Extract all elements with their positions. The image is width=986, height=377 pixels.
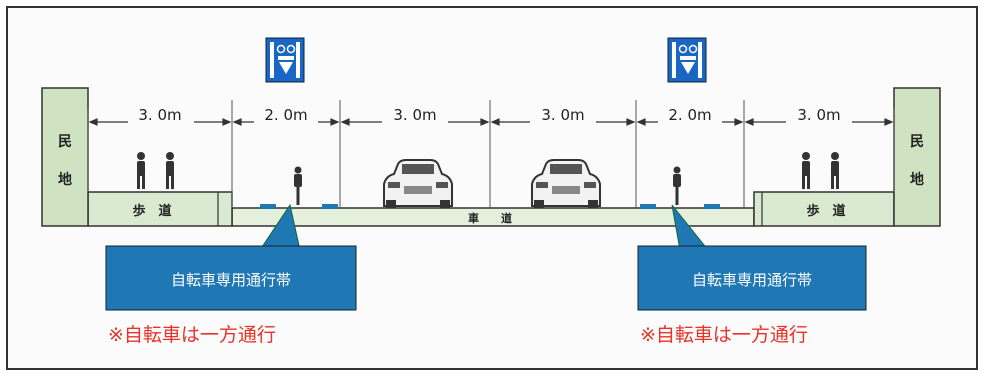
lane-marker	[640, 204, 656, 209]
width-label-3: 3. 0m	[393, 106, 436, 124]
lane-marker	[260, 204, 276, 209]
sidewalk-label-right: 歩 道	[806, 203, 845, 219]
right-sidewalk	[753, 191, 895, 227]
car-icon	[383, 159, 453, 208]
land-label-left-1: 民	[58, 134, 72, 150]
sidewalk-label-left: 歩 道	[132, 203, 171, 219]
cyclist-icon	[294, 166, 302, 205]
callout-text-right: 自転車専用通行帯	[692, 271, 812, 289]
left-sidewalk	[87, 191, 233, 227]
bicycle-lane-sign-icon	[667, 37, 707, 83]
right-private-land	[893, 87, 941, 227]
width-label-4: 3. 0m	[541, 106, 584, 124]
bicycle-lane-sign-icon	[265, 37, 305, 83]
width-label-1: 3. 0m	[138, 106, 181, 124]
land-label-left-2: 地	[58, 171, 72, 188]
width-label-2: 2. 0m	[264, 106, 307, 124]
cyclist-icon	[673, 166, 681, 205]
width-label-5: 2. 0m	[668, 106, 711, 124]
note-right: ※自転車は一方通行	[640, 324, 808, 346]
dimension-arrows	[88, 118, 894, 126]
road-label: 車 道	[468, 211, 512, 225]
callout-right: 自転車専用通行帯	[637, 204, 867, 311]
pedestrian-icon	[137, 152, 174, 189]
width-label-6: 3. 0m	[797, 106, 840, 124]
car-icon	[531, 159, 601, 208]
lane-marker	[322, 204, 338, 209]
left-private-land	[41, 87, 89, 227]
callout-left: 自転車専用通行帯	[105, 203, 357, 311]
note-left: ※自転車は一方通行	[108, 324, 276, 346]
callout-text-left: 自転車専用通行帯	[171, 271, 291, 289]
pedestrian-icon	[802, 152, 839, 189]
land-label-right-1: 民	[910, 134, 924, 150]
land-label-right-2: 地	[910, 171, 924, 188]
lane-marker	[704, 204, 720, 209]
